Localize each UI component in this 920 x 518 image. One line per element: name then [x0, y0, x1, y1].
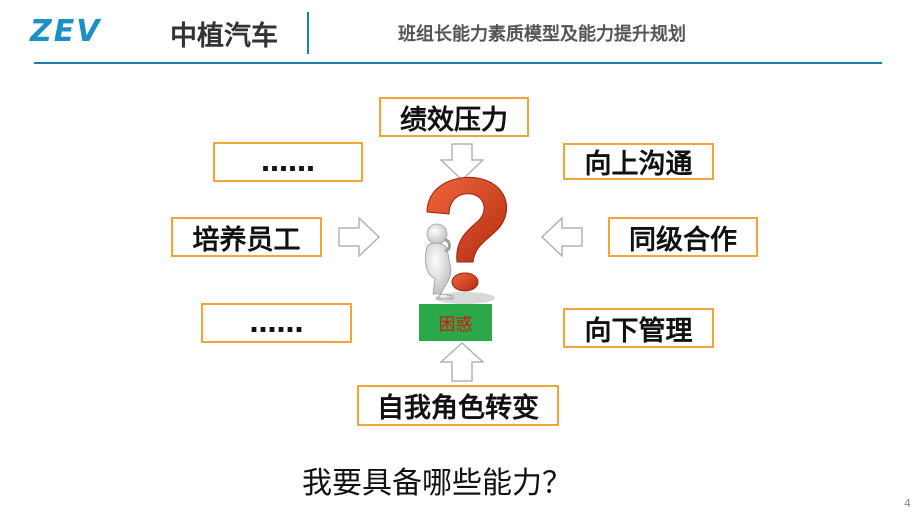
arrow-left-icon	[541, 217, 583, 257]
question-text: 我要具备哪些能力？	[302, 466, 572, 501]
box-performance-pressure: 绩效压力	[379, 97, 529, 137]
box-peer-cooperation: 同级合作	[608, 217, 758, 257]
arrow-down-icon	[440, 143, 484, 181]
logo: ZEV	[30, 14, 102, 49]
arrow-up-icon	[440, 342, 484, 382]
brand-name: 中植汽车	[170, 21, 278, 52]
confused-label: 困惑	[419, 304, 492, 341]
header-rule	[34, 62, 882, 64]
page-number: 4	[904, 497, 911, 510]
box-downward-management: 向下管理	[563, 308, 714, 348]
box-placeholder-lower: ……	[201, 303, 352, 343]
box-placeholder-upper: ……	[213, 142, 363, 182]
header-separator	[307, 12, 309, 54]
box-train-staff: 培养员工	[171, 217, 322, 257]
box-upward-communication: 向上沟通	[563, 143, 714, 180]
question-mark-person-icon	[425, 176, 507, 304]
box-role-transition: 自我角色转变	[357, 385, 559, 426]
arrow-right-icon	[338, 217, 380, 257]
page-title: 班组长能力素质模型及能力提升规划	[398, 24, 686, 45]
